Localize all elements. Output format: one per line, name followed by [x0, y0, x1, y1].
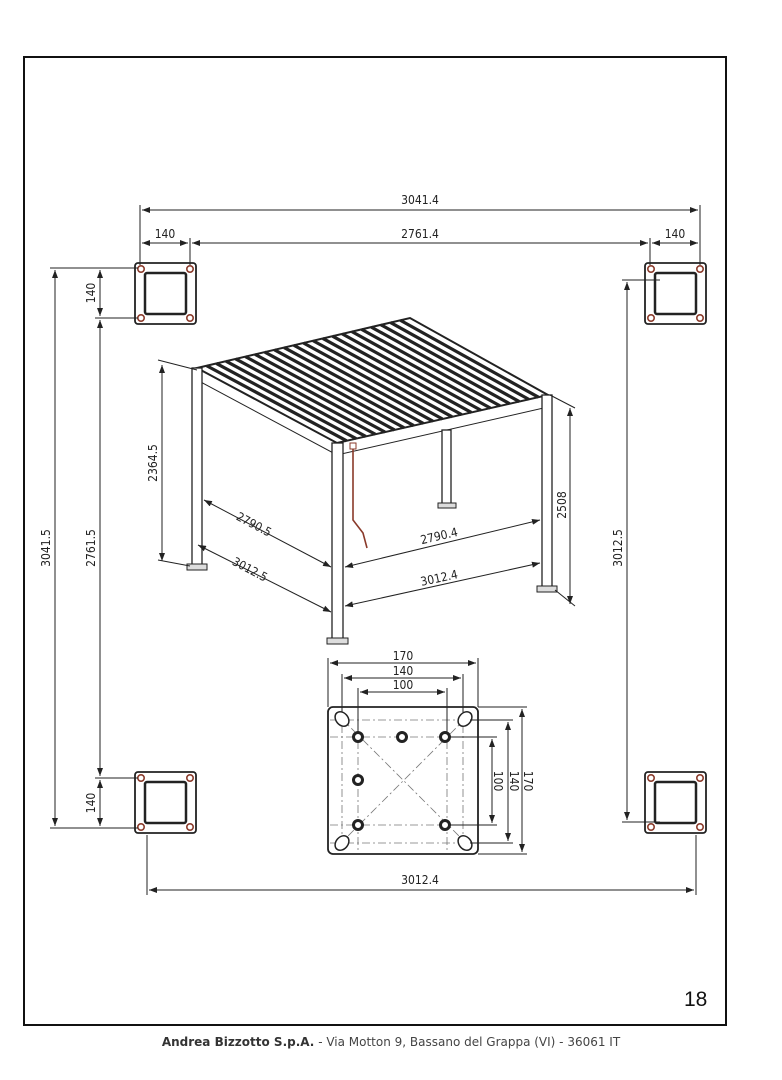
base-plate-top-right	[643, 261, 708, 326]
roof-slat	[341, 332, 482, 412]
roof-slat	[322, 337, 463, 417]
roof-slat	[399, 318, 540, 399]
page-frame	[23, 56, 727, 1026]
base-plate-detail	[327, 658, 527, 855]
roof-slat	[254, 352, 396, 432]
dim-inner-depth-left: 2761.5	[84, 529, 98, 567]
roof-slat	[360, 327, 501, 408]
dim-side-outer: 3012.5	[230, 554, 270, 584]
dim-overall-depth-right: 3012.5	[611, 529, 625, 567]
footer-company: Andrea Bizzotto S.p.A.	[161, 1035, 315, 1049]
page-number: 18	[684, 988, 708, 1011]
roof-slat	[215, 362, 357, 441]
roof-slat	[283, 346, 425, 425]
dim-overall-width-bottom: 3012.4	[401, 873, 439, 887]
dim-plate-height-outer: 170	[521, 771, 535, 792]
dim-height-inner: 2364.5	[146, 444, 160, 482]
dim-plate-height-mid: 140	[507, 771, 521, 792]
roof-slat	[380, 323, 521, 403]
roof-slat	[244, 355, 386, 434]
roof-slat	[302, 341, 444, 421]
roof-slat	[312, 339, 453, 419]
dim-overall-depth-left: 3041.5	[39, 529, 53, 567]
dim-plate-width-right: 140	[665, 227, 686, 241]
dim-inner-width-top: 2761.4	[401, 227, 439, 241]
dim-plate-depth-bottom: 140	[84, 793, 98, 814]
roof-slat	[234, 357, 377, 436]
dim-height-total: 2508	[555, 491, 569, 519]
dim-overall-width-top: 3041.4	[401, 193, 439, 207]
roof-slat	[273, 348, 415, 427]
dim-plate-width-left: 140	[155, 227, 176, 241]
footer-address: - Via Motton 9, Bassano del Grappa (VI) …	[318, 1035, 621, 1049]
footer: Andrea Bizzotto S.p.A. - Via Motton 9, B…	[0, 1035, 782, 1049]
dim-plate-width-mid: 140	[393, 664, 414, 678]
roof-slat	[351, 330, 492, 410]
roof-slat	[264, 350, 405, 430]
roof-slat	[293, 343, 434, 423]
dim-plate-width-outer: 170	[393, 649, 414, 663]
roof-slat	[370, 325, 511, 406]
roof-slat	[389, 321, 530, 401]
roof-slat	[331, 334, 473, 414]
base-plate-bottom-right	[643, 770, 708, 835]
dim-side-inner: 2790.5	[234, 509, 274, 539]
dim-plate-height-inner: 100	[491, 771, 505, 792]
base-plate-top-left	[133, 261, 198, 326]
dim-plate-width-inner: 100	[393, 678, 414, 692]
plan-dimensions	[50, 205, 701, 895]
pergola-isometric	[157, 316, 576, 645]
dim-plate-depth-top: 140	[84, 283, 98, 304]
roof-slat	[205, 364, 348, 443]
roof-slat	[225, 359, 367, 438]
base-plate-bottom-left	[133, 770, 198, 835]
